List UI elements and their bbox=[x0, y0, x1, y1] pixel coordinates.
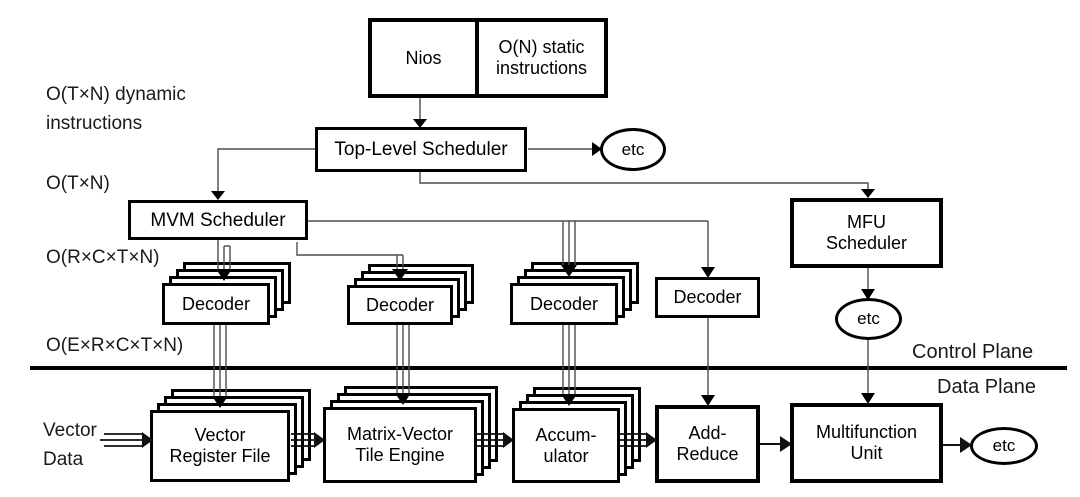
matrix-vector-tile-engine-stack: Matrix-Vector Tile Engine bbox=[323, 386, 498, 483]
etc-ellipse-top: etc bbox=[600, 128, 666, 171]
decoder-stack-2: Decoder bbox=[347, 264, 474, 325]
mfu-scheduler-box: MFU Scheduler bbox=[790, 198, 943, 268]
static-instructions-cell: O(N) static instructions bbox=[475, 22, 604, 94]
top-level-scheduler-box: Top-Level Scheduler bbox=[315, 127, 527, 172]
control-wires bbox=[213, 98, 869, 398]
matrix-vector-tile-engine-box: Matrix-Vector Tile Engine bbox=[323, 407, 477, 483]
decoder-stack-3: Decoder bbox=[510, 262, 639, 325]
vector-register-file-stack: Vector Register File bbox=[150, 389, 311, 482]
nios-static-box: Nios O(N) static instructions bbox=[368, 18, 608, 98]
mvm-scheduler-box: MVM Scheduler bbox=[128, 200, 308, 240]
vector-register-file-box: Vector Register File bbox=[150, 410, 290, 482]
add-reduce-box: Add- Reduce bbox=[655, 405, 760, 483]
decoder-box: Decoder bbox=[510, 283, 618, 325]
nios-cell: Nios bbox=[405, 47, 442, 68]
decoder-box: Decoder bbox=[347, 285, 453, 325]
etc-ellipse-bottom: etc bbox=[970, 427, 1038, 465]
label-otn: O(T×N) bbox=[46, 173, 110, 194]
label-control-plane: Control Plane bbox=[912, 341, 1034, 363]
plane-divider-line bbox=[30, 366, 1067, 370]
label-data-plane: Data Plane bbox=[937, 376, 1036, 398]
accumulator-stack: Accum- ulator bbox=[512, 387, 641, 483]
etc-ellipse-middle: etc bbox=[835, 298, 902, 340]
decoder-box: Decoder bbox=[162, 283, 270, 325]
decoder-stack-1: Decoder bbox=[162, 262, 291, 325]
label-oerctn: O(E×R×C×T×N) bbox=[46, 335, 184, 356]
label-dynamic-instructions: O(T×N) dynamic instructions bbox=[46, 84, 186, 134]
label-vector-data: Vector Data bbox=[43, 420, 97, 470]
accumulator-box: Accum- ulator bbox=[512, 408, 620, 483]
label-orctn: O(R×C×T×N) bbox=[46, 247, 160, 268]
decoder-box-4: Decoder bbox=[655, 277, 760, 318]
multifunction-unit-box: Multifunction Unit bbox=[790, 403, 943, 483]
